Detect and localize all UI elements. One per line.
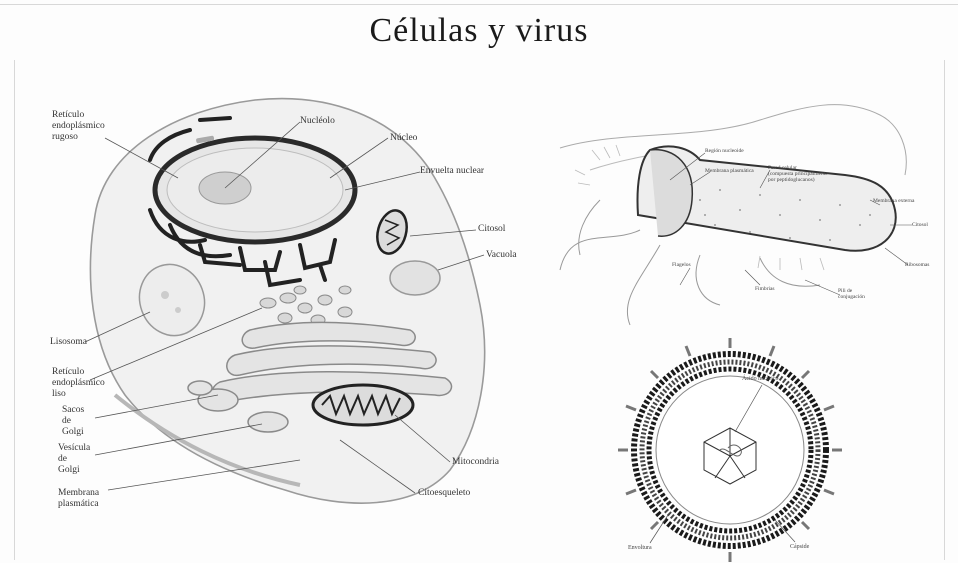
label-lisosoma: Lisosoma <box>50 337 87 348</box>
label-envoltura-virus: Envoltura <box>628 545 652 552</box>
label-pili-conjugacion: Pili de conjugación <box>838 288 865 300</box>
label-citosol-bact: Citosol <box>912 222 928 228</box>
label-region-nucleoide: Región nucleoide <box>705 148 744 154</box>
label-pared-celular: Pared celular (compuesta principalmente … <box>768 165 828 183</box>
label-acido-nucleico: Ácido nucleico <box>742 376 779 383</box>
label-rer: Retículo endoplásmico rugoso <box>52 110 105 143</box>
label-membrana-externa: Membrana externa <box>873 198 914 204</box>
label-vacuola: Vacuola <box>486 250 517 261</box>
label-mitocondria: Mitocondria <box>452 457 499 468</box>
animal-cell-illustration <box>85 99 485 504</box>
label-rel: Retículo endoplásmico liso <box>52 367 105 400</box>
label-membrana-plasmatica-bact: Membrana plasmática <box>705 168 754 174</box>
label-nucleo: Núcleo <box>390 133 417 144</box>
label-sacos-golgi: Sacos de Golgi <box>62 405 84 438</box>
label-capside: Cápside <box>790 544 809 551</box>
label-citoesqueleto: Citoesqueleto <box>418 488 470 499</box>
label-flagelos: Flagelos <box>672 262 691 268</box>
label-ribosomas: Ribosomas <box>905 262 929 268</box>
virus-illustration <box>618 338 842 562</box>
label-fimbrias: Fimbrias <box>755 286 775 292</box>
label-nucleolo: Nucléolo <box>300 116 335 127</box>
label-citosol: Citosol <box>478 224 505 235</box>
label-envoltura-nuclear: Envuelta nuclear <box>420 166 484 177</box>
label-membrana-plasmatica: Membrana plasmática <box>58 488 99 510</box>
label-vesicula-golgi: Vesícula de Golgi <box>58 443 90 476</box>
